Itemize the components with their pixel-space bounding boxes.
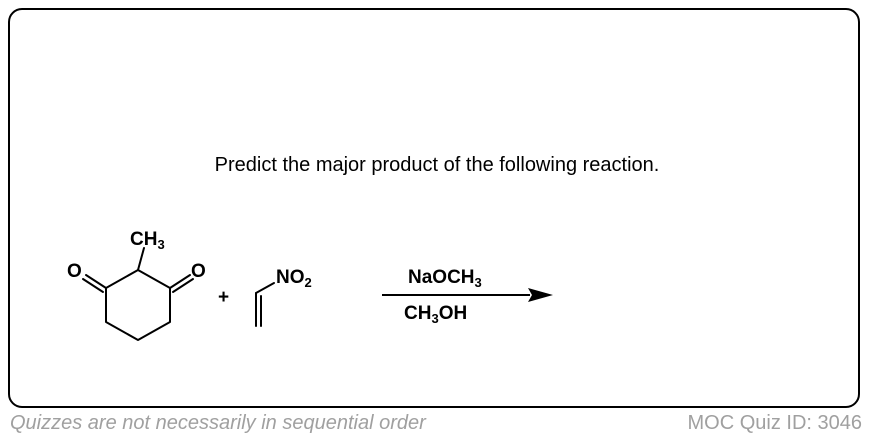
nitro-label: NO2 bbox=[276, 267, 312, 290]
arrow-head bbox=[528, 288, 553, 302]
reagent-label: NaOCH3 bbox=[408, 267, 482, 290]
footer-note: Quizzes are not necessarily in sequentia… bbox=[10, 412, 426, 434]
carbonyl-oxygen-right: O bbox=[191, 261, 206, 282]
quiz-card bbox=[8, 8, 860, 408]
plus-sign: + bbox=[218, 287, 229, 308]
carbonyl-left-bond-b bbox=[82, 278, 104, 293]
solvent-label: CH3OH bbox=[404, 303, 467, 326]
nitro-bond bbox=[255, 282, 275, 294]
carbonyl-right-bond-b bbox=[172, 278, 194, 293]
methylcyclohexanedione-structure bbox=[82, 247, 194, 341]
nitroethylene-structure bbox=[255, 282, 275, 327]
reaction-arrow bbox=[382, 288, 553, 302]
carbonyl-left-bond-a bbox=[85, 274, 107, 289]
carbonyl-right-bond-a bbox=[169, 274, 191, 289]
question-prompt: Predict the major product of the followi… bbox=[214, 154, 660, 176]
ring-bonds bbox=[105, 269, 171, 341]
methyl-bond bbox=[137, 247, 145, 271]
methyl-label: CH3 bbox=[130, 229, 165, 252]
quiz-id: MOC Quiz ID: 3046 bbox=[687, 412, 862, 434]
carbonyl-oxygen-left: O bbox=[67, 261, 82, 282]
